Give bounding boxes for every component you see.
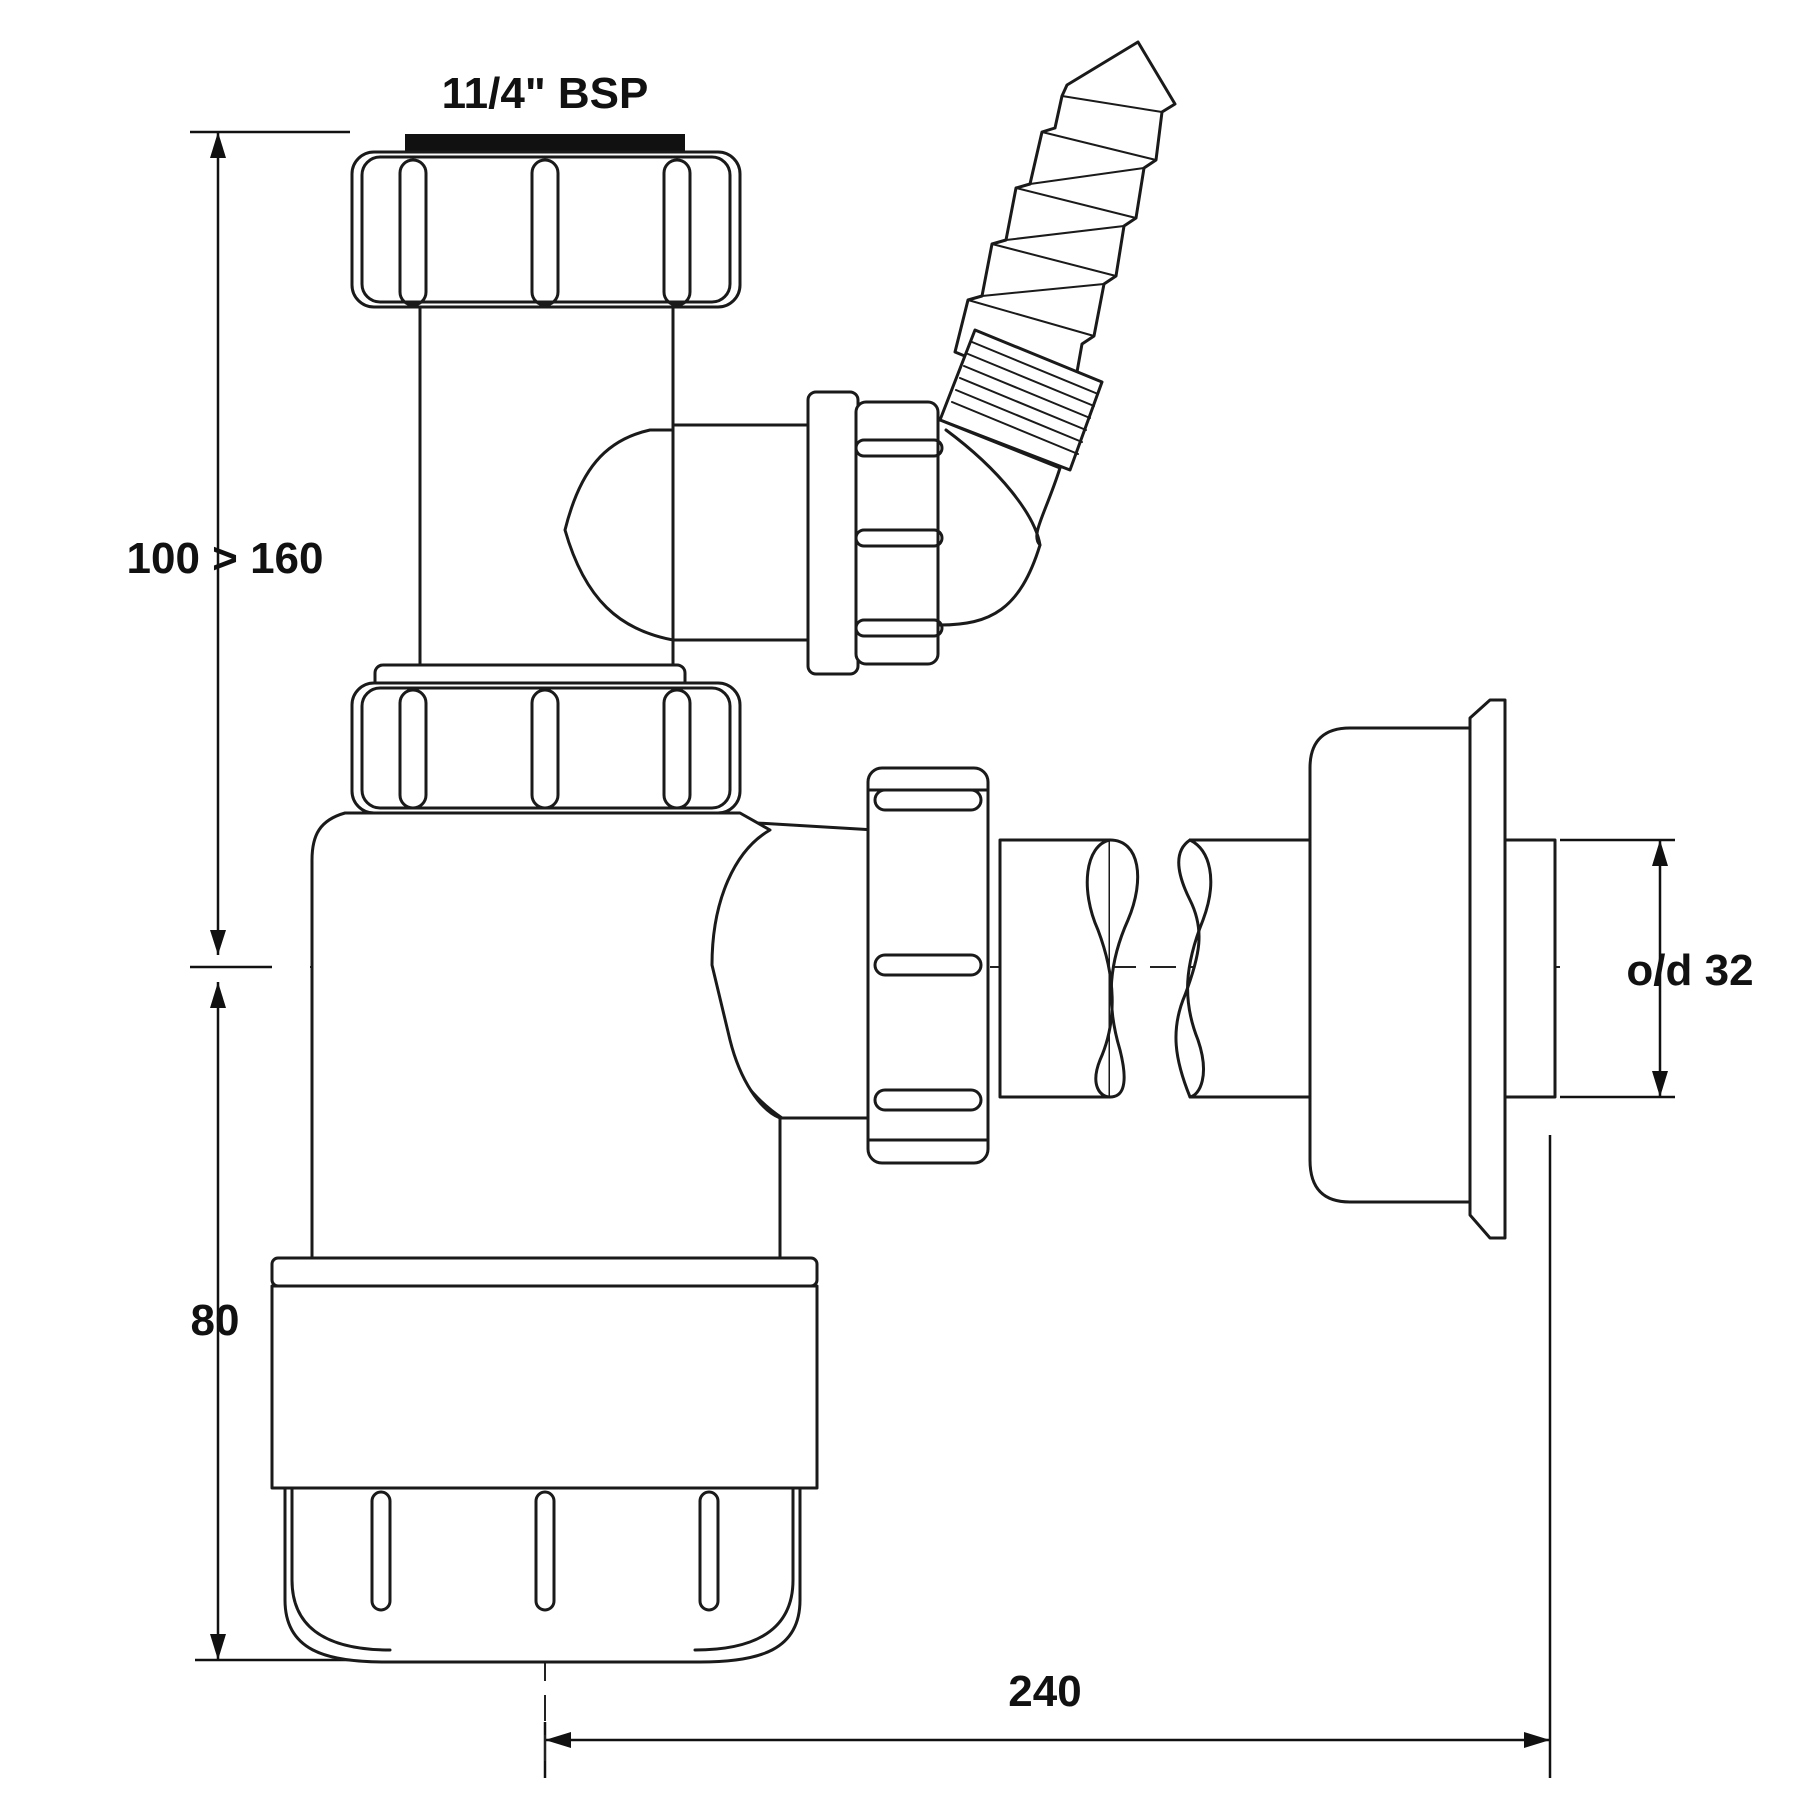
branch-nut (806, 390, 944, 676)
thread-size-label: 11/4" BSP (442, 69, 649, 118)
top-nut (350, 134, 742, 309)
outlet-pipe (998, 838, 1312, 1099)
hose-spigot (953, 40, 1177, 402)
bottle-cap (283, 1486, 802, 1664)
bottle-collar (270, 1256, 819, 1490)
wall-socket (1308, 698, 1557, 1240)
outlet-reach-label: 240 (1008, 1667, 1081, 1716)
lower-nut (350, 663, 742, 815)
outlet-diameter-label: o/d 32 (1626, 946, 1753, 995)
outlet-nut (866, 766, 990, 1165)
height-range-label: 100 > 160 (127, 534, 324, 583)
water-seal-label: 80 (191, 1296, 240, 1345)
inlet-washer (405, 134, 685, 151)
branch-body (563, 423, 812, 642)
bottle-body (310, 811, 782, 1262)
dimension-lines (190, 130, 1675, 1778)
